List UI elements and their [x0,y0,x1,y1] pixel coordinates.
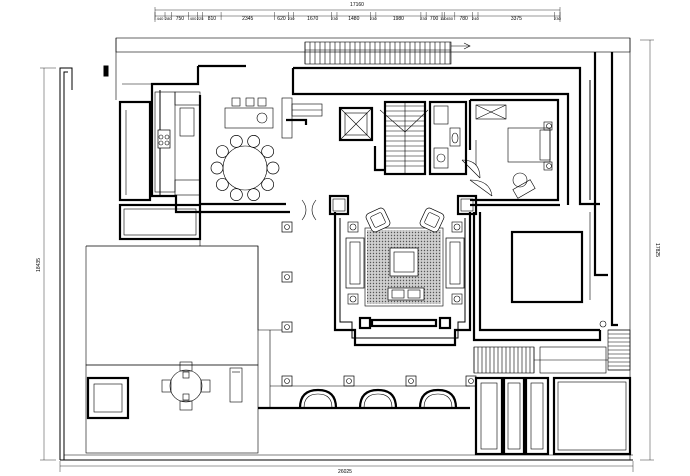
top-segment-label: 240 [472,16,479,21]
top-segment-label: 110 [440,16,447,21]
bottom-overall-dimension: 26025 [338,469,352,475]
top-segment-label: 1480 [348,16,359,22]
top-segment-label: 280 [165,16,172,21]
column [343,375,355,387]
dining-chair [261,178,275,191]
top-segment-label: 440 [157,16,164,21]
south-east-planters [474,376,632,456]
lift-stair-core [338,100,429,176]
east-wing [470,203,631,374]
central-living-hall [328,194,478,347]
master-bedroom [468,98,560,202]
south-arcade [258,330,470,410]
top-segment-label: 230 [420,16,427,21]
top-segment-label: 450 [446,16,453,21]
east-terrace-walls [291,52,618,327]
top-segment-label: 400 [190,16,197,21]
dining-chair [247,188,261,201]
column [281,271,293,283]
left-overall-dimension: 18435 [36,258,42,272]
dining-chair [229,135,243,148]
top-segment-label: 3375 [511,16,522,22]
left-dimension-chain: 18435 [36,67,56,461]
structural-columns [281,221,477,387]
dining-chair [215,145,229,158]
top-segment-label: 1670 [307,16,318,22]
right-overall-dimension: 17825 [654,243,660,257]
top-segment-label: 230 [288,16,295,21]
dining-chair [229,188,243,201]
top-overall-dimension: 17160 [350,2,364,8]
column [281,221,293,233]
column [465,375,477,387]
guest-bathroom [428,100,481,179]
top-segment-ticks [154,12,561,20]
top-segment-label: 2345 [242,16,253,22]
right-dimension-chain: 17825 [640,39,660,461]
north-entry-stairs [304,41,471,65]
top-segment-label: 1980 [393,16,404,22]
dining-chair [215,178,229,191]
dining-chair [210,161,224,175]
top-segment-label: 230 [331,16,338,21]
site-boundary [59,37,633,461]
top-segment-label: 230 [554,16,561,21]
top-segment-label: 620 [277,16,286,22]
bottom-dimension-chain: 26025 [59,461,634,475]
top-segment-label: 750 [176,16,185,22]
top-segment-label: 230 [370,16,377,21]
column [405,375,417,387]
hall-entry-doors [301,179,493,221]
top-segment-label: 700 [430,16,439,22]
dining-chair [261,145,275,158]
west-garden [85,214,290,454]
top-segment-label: 810 [208,16,217,22]
top-segment-label: 225 [197,16,204,21]
top-segment-label: 780 [459,16,468,22]
column [281,375,293,387]
column [281,321,293,333]
dining-chair [247,135,261,148]
dining-chair [266,161,280,175]
